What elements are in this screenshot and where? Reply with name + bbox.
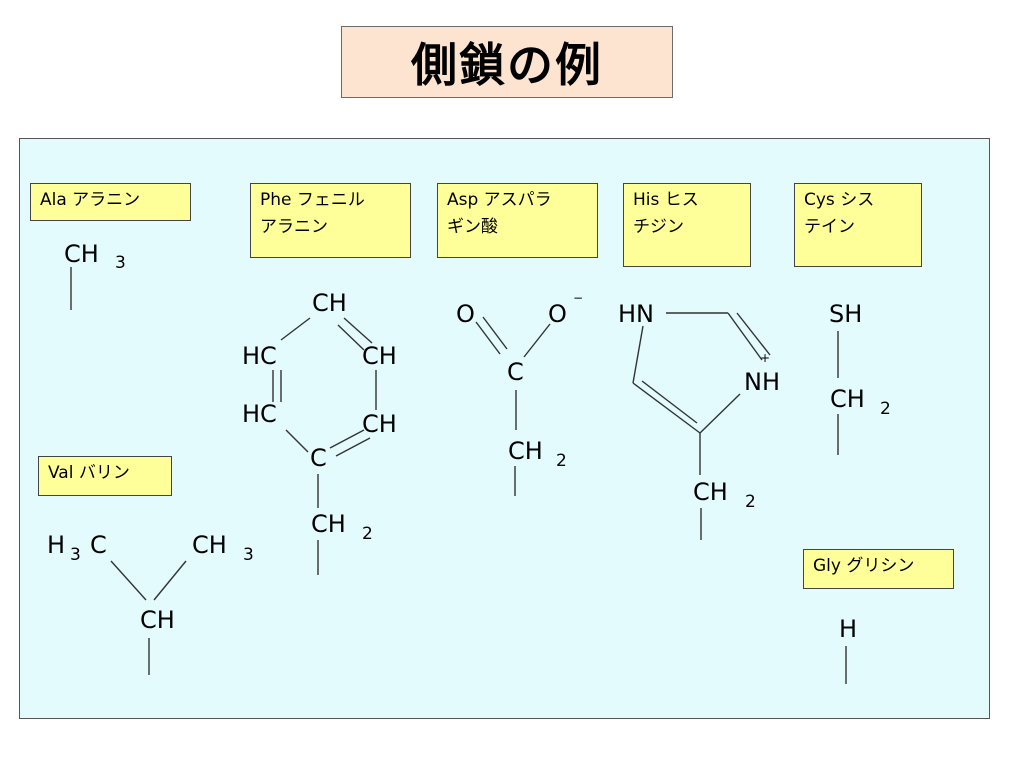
val-ch-right: CH <box>192 531 227 559</box>
cys-structure: SH CH 2 <box>829 300 891 455</box>
asp-bond-o2 <box>523 323 551 358</box>
phe-bond-4a <box>335 437 371 457</box>
his-sub2: 2 <box>745 492 756 512</box>
his-nh: NH <box>744 368 780 396</box>
asp-structure: O O − C CH 2 <box>456 291 583 496</box>
gly-h: H <box>839 615 857 643</box>
asp-ch2: CH <box>508 437 543 465</box>
his-hn: HN <box>618 300 654 328</box>
his-structure: HN NH + CH 2 <box>618 300 780 540</box>
phe-sub2: 2 <box>362 524 373 544</box>
val-bond-right <box>153 560 187 601</box>
label-his: His ヒス チジン <box>623 183 751 267</box>
phe-c: C <box>310 444 327 472</box>
phe-ch2: CH <box>311 510 346 538</box>
asp-sub2: 2 <box>556 451 567 471</box>
label-cys: Cys シス テイン <box>794 183 922 267</box>
label-phe: Phe フェニル アラニン <box>250 183 411 258</box>
asp-bond-o1b <box>482 316 508 350</box>
phe-bond-2b <box>337 324 365 351</box>
asp-o-left: O <box>456 300 475 328</box>
val-ch: CH <box>140 606 175 634</box>
phe-ch-right-upper: CH <box>362 342 397 370</box>
cys-sh: SH <box>829 300 862 328</box>
val-c-left: C <box>90 531 107 559</box>
cys-ch2: CH <box>830 385 865 413</box>
his-bond-cn-a <box>727 312 763 361</box>
phe-hc-upper: HC <box>242 342 277 370</box>
his-ch2: CH <box>693 478 728 506</box>
phe-structure: CH HC CH HC CH C CH 2 <box>242 289 397 575</box>
label-val: Val バリン <box>38 456 172 496</box>
phe-bond-5 <box>285 429 309 453</box>
asp-c: C <box>507 358 524 386</box>
val-sub3-left: 3 <box>70 545 81 565</box>
label-ala: Ala アラニン <box>30 183 191 221</box>
phe-bond-4b <box>329 429 365 449</box>
val-bond-left <box>110 560 147 601</box>
phe-ch-right-lower: CH <box>362 410 397 438</box>
cys-sub2: 2 <box>880 399 891 419</box>
his-plus: + <box>760 351 770 365</box>
his-bond-cc-b <box>641 380 698 424</box>
val-structure: H 3 C CH 3 CH <box>47 531 254 675</box>
page-title: 側鎖の例 <box>341 26 673 98</box>
phe-bond-2a <box>343 317 373 344</box>
ala-ch: CH <box>64 240 99 268</box>
asp-o-right: O <box>548 300 567 328</box>
label-asp: Asp アスパラ ギン酸 <box>437 183 598 258</box>
val-sub3-right: 3 <box>243 545 254 565</box>
label-gly: Gly グリシン <box>803 549 954 589</box>
his-bond-cc-a <box>632 382 701 434</box>
ala-structure: CH 3 <box>64 240 126 310</box>
val-h: H <box>47 531 65 559</box>
his-bond-cn-b <box>736 312 771 356</box>
his-bond-nc <box>699 393 741 434</box>
phe-bond-1 <box>280 317 311 341</box>
phe-ch-top: CH <box>312 289 347 317</box>
his-bond-cn-left <box>632 325 644 384</box>
phe-hc-lower: HC <box>242 400 277 428</box>
gly-structure: H <box>839 615 857 684</box>
asp-bond-o1a <box>475 321 501 355</box>
ala-sub3: 3 <box>115 253 126 273</box>
asp-minus: − <box>573 291 583 305</box>
